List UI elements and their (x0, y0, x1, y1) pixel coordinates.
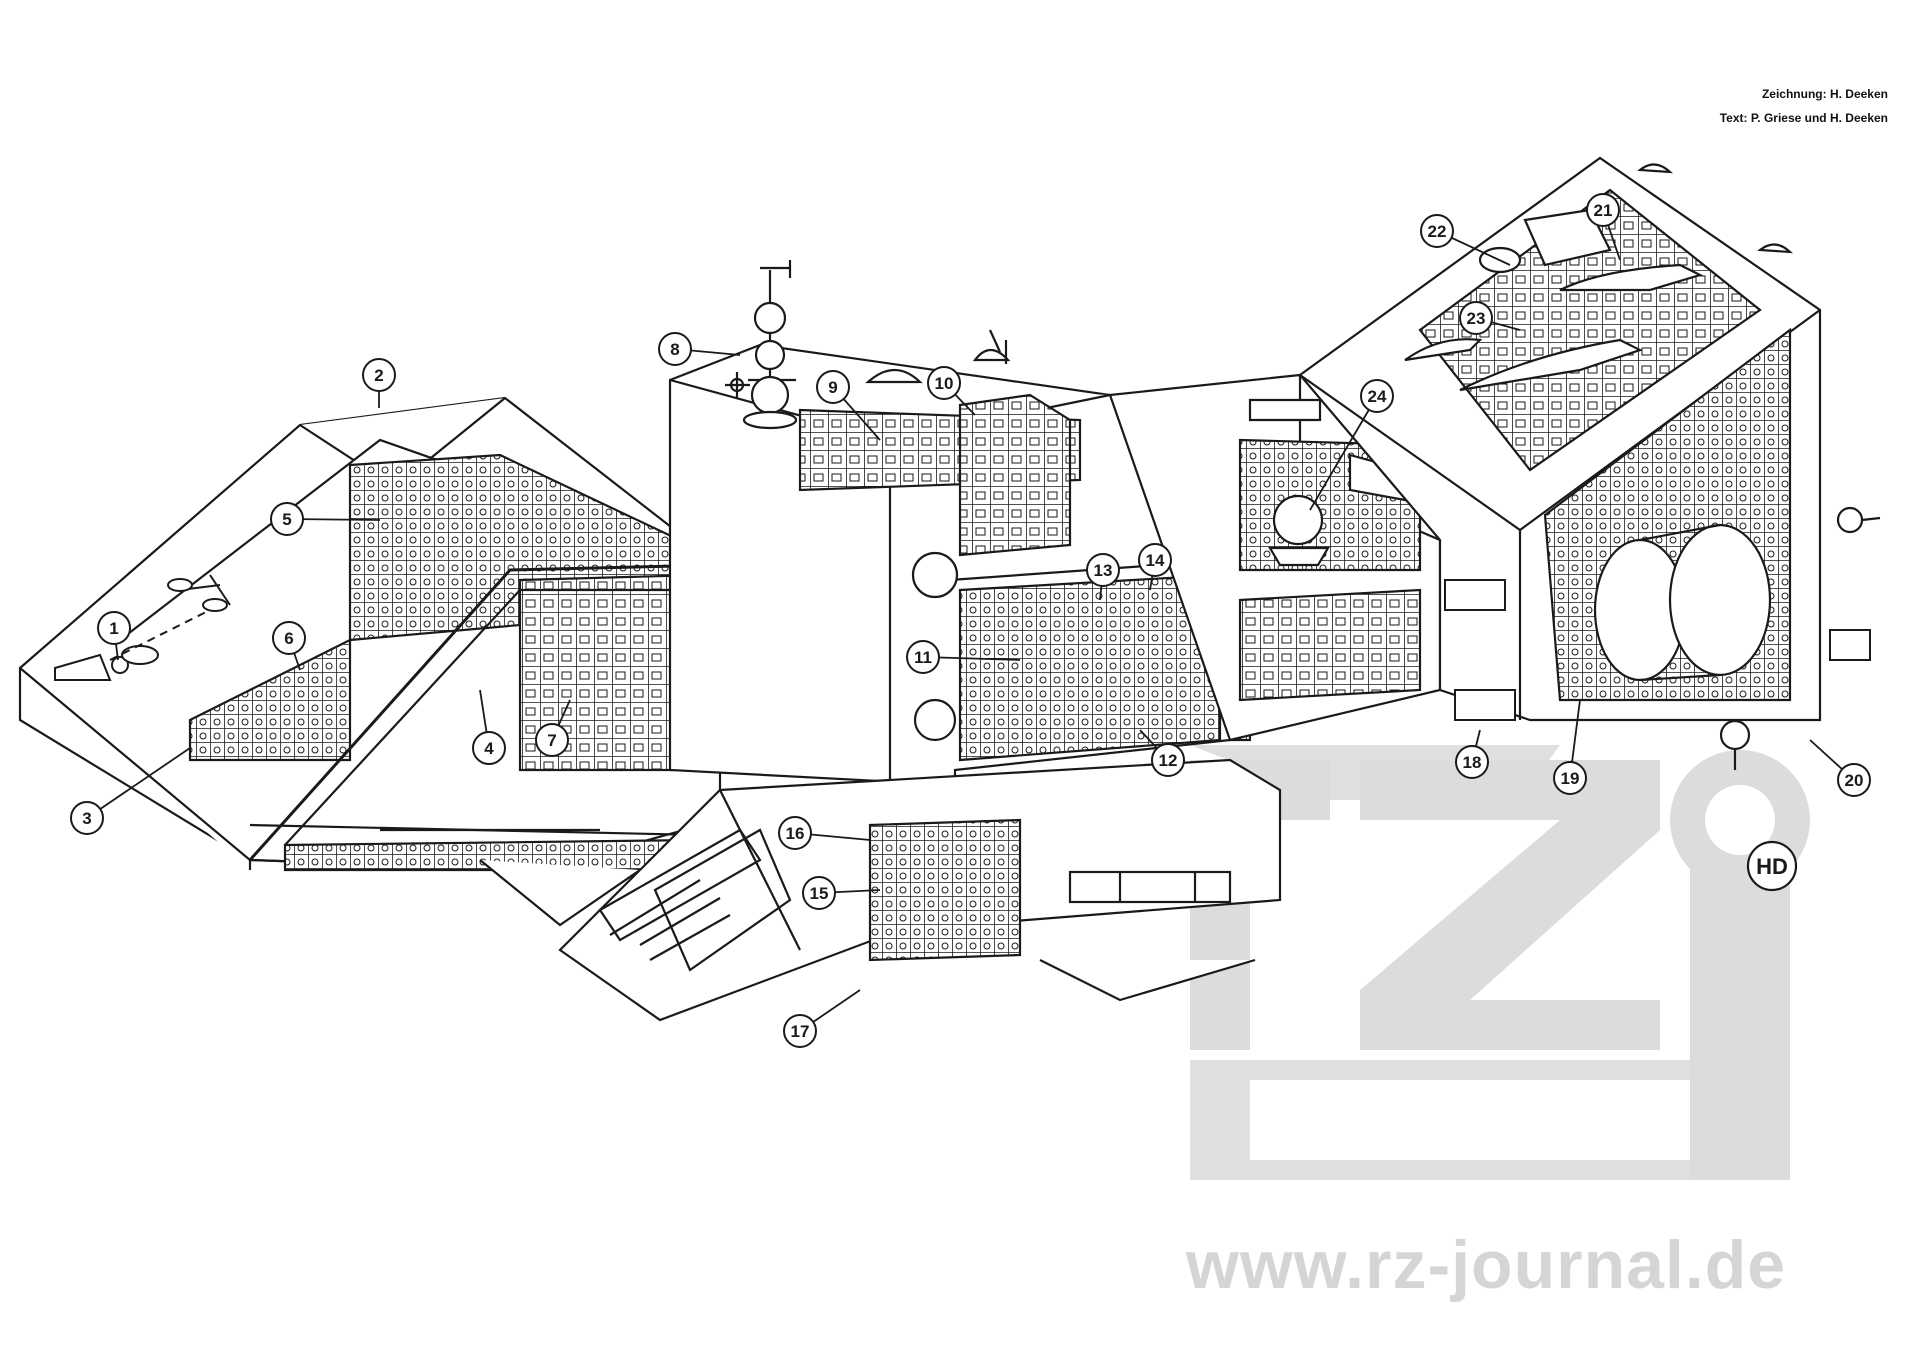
callout-4: 4 (472, 689, 506, 765)
callout-label-21: 21 (1594, 201, 1613, 220)
callout-circle-13 (1086, 553, 1120, 587)
callout-5: 5 (270, 502, 381, 536)
callout-21: 21 (1586, 193, 1621, 261)
callout-label-16: 16 (786, 824, 805, 843)
callout-label-6: 6 (284, 629, 293, 648)
callout-9: 9 (816, 370, 881, 441)
callout-circle-2 (362, 358, 396, 392)
callout-label-20: 20 (1845, 771, 1864, 790)
credit-drawing: Zeichnung: H. Deeken (1761, 87, 1888, 101)
callout-circle-5 (270, 502, 304, 536)
callout-circle-15 (802, 876, 836, 910)
callout-circle-10 (927, 366, 961, 400)
callout-19: 19 (1553, 699, 1587, 795)
callout-circle-18 (1455, 745, 1489, 779)
callout-20: 20 (1809, 739, 1871, 797)
hd-signature-text: HD (1756, 854, 1788, 879)
callout-circle-21 (1586, 193, 1620, 227)
callout-14: 14 (1138, 543, 1172, 591)
callout-label-10: 10 (935, 374, 954, 393)
callout-label-4: 4 (484, 739, 494, 758)
callout-circle-19 (1553, 761, 1587, 795)
callout-label-5: 5 (282, 510, 291, 529)
callout-circle-6 (272, 621, 306, 655)
callout-circle-22 (1420, 214, 1454, 248)
callout-label-23: 23 (1467, 309, 1486, 328)
callout-circle-1 (97, 611, 131, 645)
callout-label-2: 2 (374, 366, 383, 385)
callout-7: 7 (535, 699, 571, 757)
callout-2: 2 (362, 358, 396, 408)
callout-24: 24 (1309, 379, 1394, 511)
callout-leader-3 (86, 747, 191, 819)
callout-circle-23 (1459, 301, 1493, 335)
callout-leader-24 (1309, 395, 1378, 511)
callout-label-13: 13 (1094, 561, 1113, 580)
credits-block: Zeichnung: H. Deeken Text: P. Griese und… (1720, 82, 1888, 130)
callout-label-9: 9 (828, 378, 837, 397)
callout-circle-9 (816, 370, 850, 404)
watermark-url: www.rz-journal.de (1186, 1227, 1787, 1303)
callout-label-1: 1 (109, 619, 118, 638)
callout-label-19: 19 (1561, 769, 1580, 788)
callout-circle-4 (472, 731, 506, 765)
callout-label-22: 22 (1428, 222, 1447, 241)
callout-18: 18 (1455, 729, 1489, 779)
callout-label-7: 7 (547, 731, 556, 750)
callout-circle-16 (778, 816, 812, 850)
callout-6: 6 (272, 621, 306, 671)
mid-module (1108, 373, 1442, 742)
callout-circle-7 (535, 723, 569, 757)
hd-signature-mark: HD (1746, 840, 1798, 892)
callout-circle-3 (70, 801, 104, 835)
callout-circle-17 (783, 1014, 817, 1048)
callout-3: 3 (70, 747, 191, 835)
callout-circle-12 (1151, 743, 1185, 777)
callout-16: 16 (778, 816, 871, 850)
callout-label-11: 11 (914, 648, 932, 667)
credit-text: Text: P. Griese und H. Deeken (1719, 111, 1888, 125)
callout-label-24: 24 (1368, 387, 1387, 406)
callout-12: 12 (1139, 729, 1185, 777)
callout-1: 1 (97, 611, 131, 661)
central-tower (668, 260, 1252, 787)
hull-panels (1444, 579, 1871, 721)
callout-15: 15 (802, 876, 881, 910)
callout-label-18: 18 (1463, 753, 1482, 772)
callout-label-15: 15 (810, 884, 829, 903)
callout-11: 11 (906, 640, 1021, 674)
watermark-logo (1190, 745, 1810, 1180)
callout-label-3: 3 (82, 809, 91, 828)
nose-thruster (54, 574, 231, 681)
callout-10: 10 (927, 366, 976, 416)
callout-8: 8 (658, 332, 741, 366)
callout-circle-24 (1360, 379, 1394, 413)
callout-label-8: 8 (670, 340, 679, 359)
callout-13: 13 (1086, 553, 1120, 601)
callout-circle-11 (906, 640, 940, 674)
callout-circle-20 (1837, 763, 1871, 797)
callout-23: 23 (1459, 301, 1521, 335)
callout-label-12: 12 (1159, 751, 1178, 770)
callout-circle-14 (1138, 543, 1172, 577)
callout-22: 22 (1420, 214, 1511, 266)
callout-label-17: 17 (791, 1022, 810, 1041)
callout-circle-8 (658, 332, 692, 366)
callout-17: 17 (783, 989, 861, 1048)
lower-module (558, 758, 1282, 1022)
callout-label-14: 14 (1146, 551, 1165, 570)
right-module (1298, 156, 1881, 770)
